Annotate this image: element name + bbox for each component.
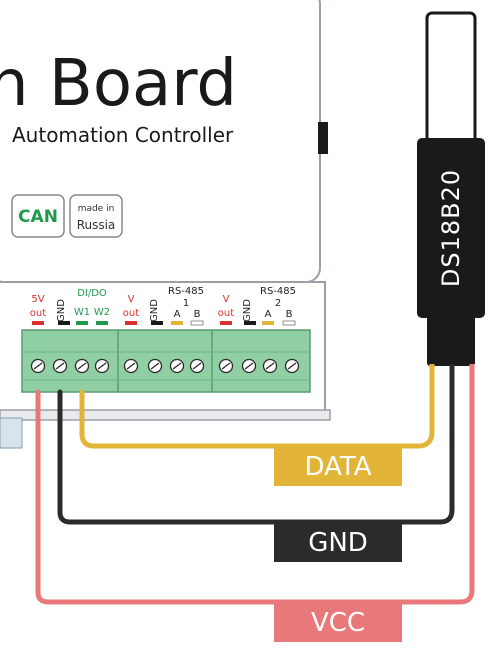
label-rs485-1: RS-485 [168, 286, 204, 297]
svg-text:A: A [265, 309, 272, 320]
din-rail-clip [0, 417, 23, 449]
svg-text:made in: made in [78, 204, 115, 214]
vcc-wire [35, 369, 475, 605]
made-in-russia-badge: made in Russia [69, 194, 123, 238]
label-w1: W1 [74, 307, 90, 318]
svg-text:out: out [123, 308, 139, 319]
svg-text:Russia: Russia [77, 218, 116, 232]
svg-text:VCC: VCC [311, 608, 365, 638]
label-5v-out: 5V [31, 294, 44, 305]
svg-text:A: A [174, 309, 181, 320]
label-gnd-3: GND [242, 299, 253, 322]
vcc-wire-label: VCC [274, 602, 402, 642]
label-v-out-1: V [128, 294, 135, 305]
board-side-clip [318, 122, 328, 154]
terminal-block [21, 329, 311, 393]
svg-text:GND: GND [308, 528, 368, 558]
svg-text:out: out [218, 308, 234, 319]
sensor-label: DS18B20 [437, 169, 465, 287]
gnd-wire [57, 369, 455, 525]
terminal-screws [30, 358, 300, 374]
label-rs485-2: RS-485 [260, 286, 296, 297]
svg-text:B: B [194, 309, 201, 320]
gnd-wire-label: GND [274, 522, 402, 562]
svg-text:2: 2 [275, 298, 281, 309]
ds18b20-sensor: DS18B20 [417, 11, 485, 376]
label-gnd-2: GND [149, 299, 160, 322]
label-v-out-2: V [223, 294, 230, 305]
label-gnd-1: GND [56, 299, 67, 322]
board-subtitle: Automation Controller [12, 123, 234, 147]
data-wire-label: DATA [274, 446, 402, 486]
label-di-do: DI/DO [77, 288, 107, 299]
wires [35, 369, 475, 605]
controller-board: n Board Automation Controller CAN made i… [0, 0, 331, 449]
terminal-leds [32, 320, 296, 326]
svg-text:1: 1 [183, 298, 189, 309]
board-title: n Board [0, 47, 237, 121]
terminal-labels: 5V out GND DI/DO W1 W2 V out GND RS-485 … [30, 286, 296, 322]
data-wire [79, 369, 435, 449]
can-badge: CAN [11, 194, 65, 238]
svg-text:B: B [286, 309, 293, 320]
svg-text:DATA: DATA [305, 452, 372, 482]
label-w2: W2 [94, 307, 110, 318]
svg-text:CAN: CAN [18, 207, 58, 227]
svg-text:out: out [30, 308, 46, 319]
